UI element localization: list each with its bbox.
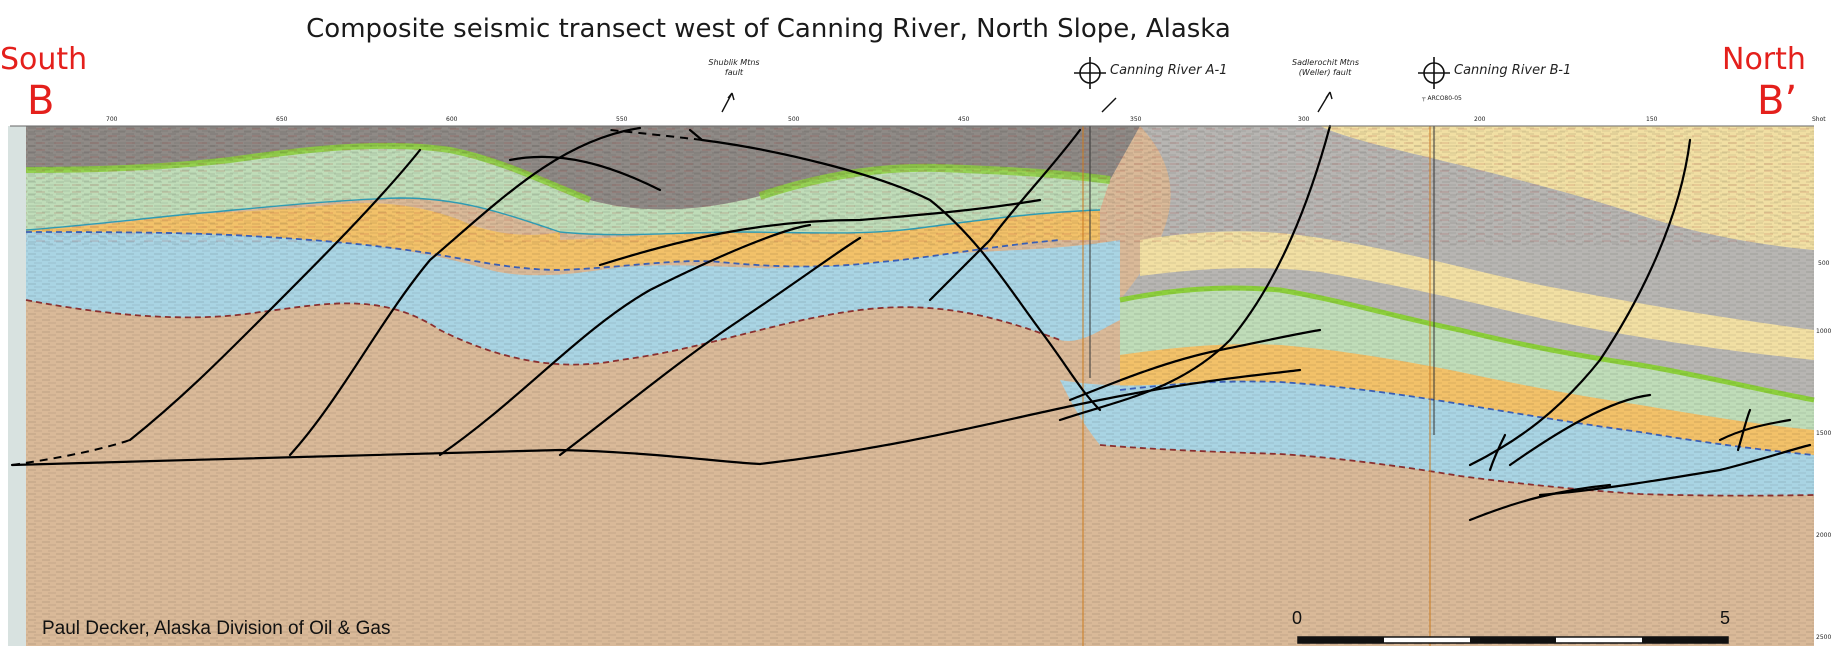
north-letter: B’	[1757, 78, 1798, 124]
scale-bar	[1297, 636, 1729, 644]
line-marker-icon: ┬	[1422, 95, 1428, 102]
depth-tick: 2000	[1816, 532, 1832, 539]
shublik-fault-label-line-2: fault	[724, 68, 744, 77]
depth-tick: 1000	[1816, 328, 1832, 335]
well-label-b1: Canning River B-1	[1454, 63, 1572, 78]
fault-dashed-extensions	[11, 129, 703, 466]
dashed-horizons	[25, 231, 1815, 497]
depth-tick: 1500	[1816, 430, 1832, 437]
depth-tick: 500	[1818, 260, 1830, 267]
south-letter: B	[27, 78, 55, 124]
shot-tick: 500	[788, 116, 800, 123]
shot-tick: 200	[1474, 116, 1486, 123]
north-label: North	[1722, 42, 1806, 77]
depth-tick: 2500	[1816, 634, 1832, 641]
shublik-fault-label: Shublik Mtns fault	[704, 58, 764, 78]
south-label: South	[0, 42, 88, 77]
solid-horizons	[25, 197, 1101, 236]
sadlerochit-fault-label-line-2: (Weller) fault	[1298, 68, 1352, 77]
sadlerochit-fault-label: Sadlerochit Mtns (Weller) fault	[1292, 58, 1360, 78]
fault-arrow-marks	[721, 91, 1333, 113]
well-label-a1: Canning River A-1	[1110, 63, 1228, 78]
shot-axis-label: Shot	[1812, 116, 1826, 123]
seismic-noise-red-overlay	[26, 126, 1814, 246]
line-label-text: ARCO80-05	[1427, 95, 1462, 102]
shot-tick: 700	[106, 116, 118, 123]
well-symbol-b1	[1418, 57, 1450, 89]
shot-tick: 300	[1298, 116, 1310, 123]
shot-tick: 600	[446, 116, 458, 123]
author-credit: Paul Decker, Alaska Division of Oil & Ga…	[42, 618, 391, 639]
fault-lines	[10, 124, 1812, 522]
shot-tick: 150	[1646, 116, 1658, 123]
well-symbol-a1	[1074, 57, 1106, 89]
sadlerochit-fault-label-line-1: Sadlerochit Mtns	[1292, 58, 1360, 67]
scale-end-label: 5	[1720, 608, 1731, 628]
seismic-line-label: ┬ ARCO80-05	[1422, 95, 1462, 102]
left-margin-strip	[8, 126, 26, 646]
shot-tick: 650	[276, 116, 288, 123]
figure-title: Composite seismic transect west of Canni…	[306, 14, 1231, 44]
scale-start-label: 0	[1292, 608, 1303, 628]
shot-tick: 550	[616, 116, 628, 123]
shot-tick: 450	[958, 116, 970, 123]
shublik-fault-label-line-1: Shublik Mtns	[708, 58, 760, 67]
shot-tick: 350	[1130, 116, 1142, 123]
